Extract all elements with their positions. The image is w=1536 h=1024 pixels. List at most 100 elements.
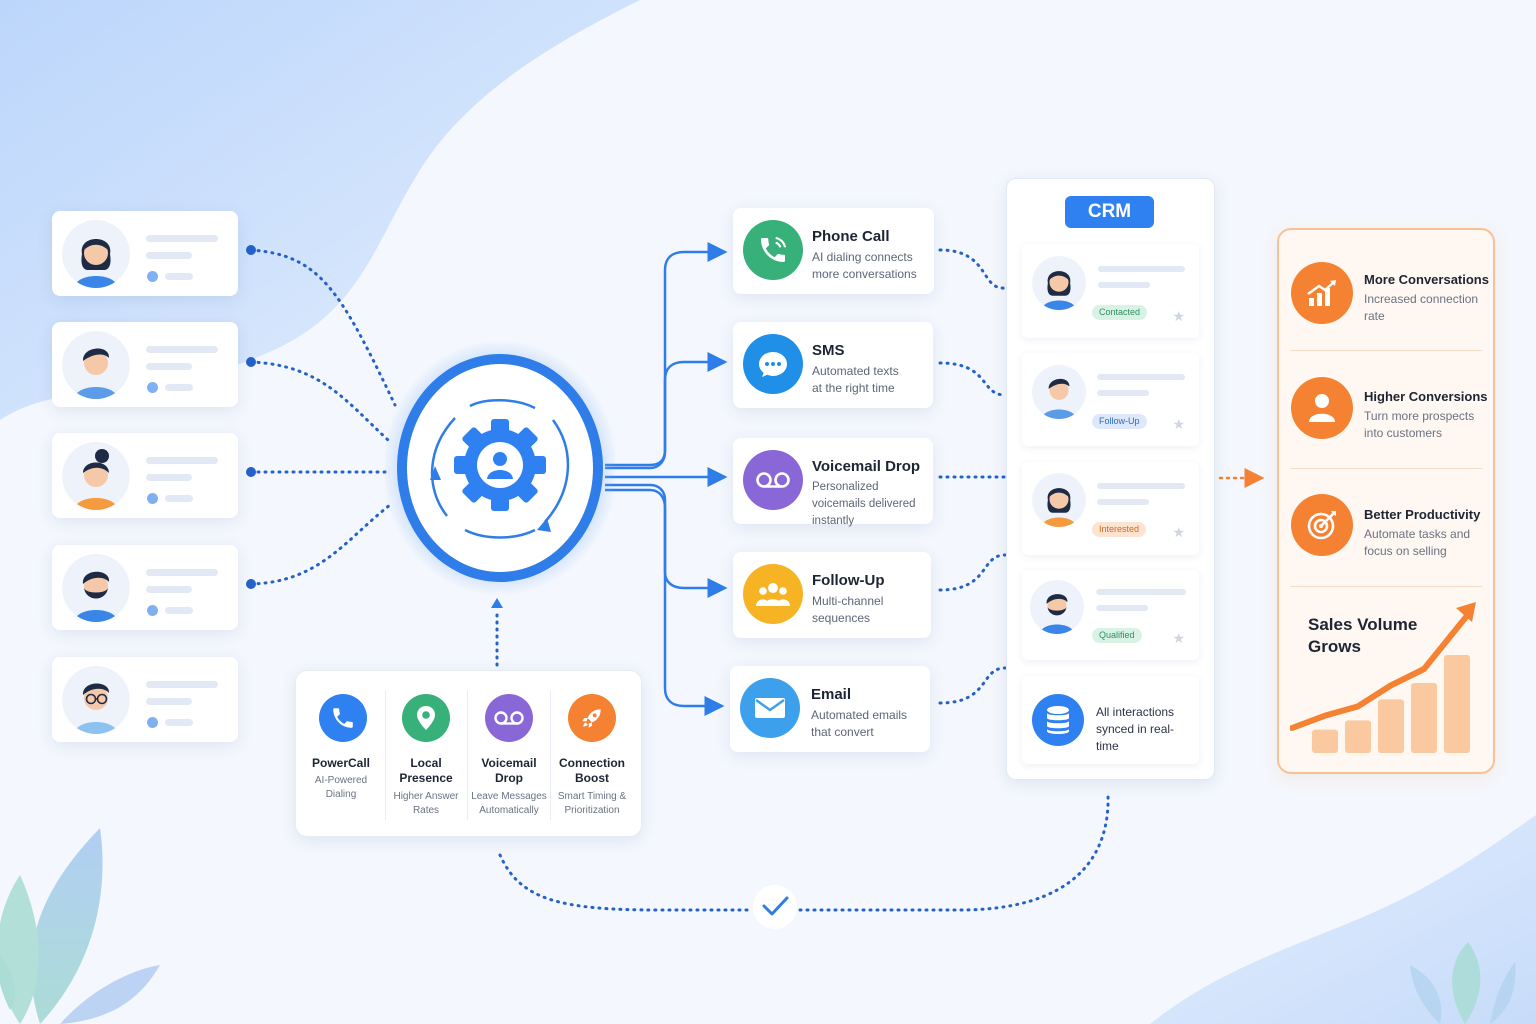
status-badge: Interested (1092, 522, 1147, 537)
status-dot (147, 717, 158, 728)
crm-title-badge: CRM (1065, 196, 1154, 228)
feature-title: PowerCall (311, 756, 371, 770)
lead-wire-dot-4 (246, 579, 256, 589)
feature-desc: Smart Timing & Prioritization (557, 791, 627, 816)
channel-desc: Automated texts at the right time (812, 364, 899, 395)
star-icon[interactable]: ★ (1172, 524, 1185, 540)
sales-bar (1378, 699, 1404, 753)
channel-card-voicemail-drop[interactable]: Voicemail Drop Personalized voicemails d… (733, 438, 933, 527)
channel-card-phone-call[interactable]: Phone Call AI dialing connects more conv… (733, 208, 934, 294)
crm-contact-row[interactable]: Qualified ★ (1022, 570, 1199, 660)
result-desc: Turn more prospects into customers (1364, 409, 1475, 440)
lead-wire-1 (249, 248, 397, 407)
channel-title: SMS (812, 342, 845, 359)
feature-title: Voicemail Drop (481, 756, 537, 785)
placeholder-line (165, 495, 193, 502)
lead-card[interactable] (52, 322, 238, 407)
placeholder-line (1098, 282, 1150, 288)
growth-trend-line (1290, 609, 1473, 731)
sales-bar (1312, 729, 1338, 753)
channel-crm-wire-1 (938, 248, 1007, 290)
phone-icon (743, 220, 803, 280)
bar-chart-up-icon (1291, 262, 1353, 324)
lead-wire-dot-1 (246, 245, 256, 255)
divider (467, 690, 468, 820)
bottom-right-blob (1150, 815, 1536, 1024)
target-icon (1291, 494, 1353, 556)
result-title: Better Productivity (1364, 507, 1481, 522)
status-dot (147, 605, 158, 616)
placeholder-line (146, 474, 192, 481)
result-title: Higher Conversions (1364, 389, 1488, 404)
result-desc: Automate tasks and focus on selling (1364, 527, 1471, 558)
divider (550, 690, 551, 820)
lead-wire-dot-3 (246, 467, 256, 477)
feature-title: Connection Boost (559, 756, 625, 785)
channel-desc: AI dialing connects more conversations (812, 250, 917, 281)
automation-hub[interactable] (385, 340, 615, 600)
voicemail-icon[interactable] (485, 694, 533, 742)
rocket-icon[interactable] (568, 694, 616, 742)
top-left-blob (0, 0, 640, 420)
growth-arrow-icon (1456, 602, 1476, 622)
channel-crm-wire-2 (938, 361, 1007, 397)
result-desc: Increased connection rate (1364, 292, 1479, 323)
crm-contact-row[interactable]: Follow-Up ★ (1022, 353, 1199, 446)
feature-to-hub-arrow (491, 598, 503, 608)
channel-card-sms[interactable]: SMS Automated texts at the right time (733, 322, 933, 408)
envelope-icon (740, 678, 800, 738)
channel-card-follow-up[interactable]: Follow-Up Multi-channel sequences (733, 552, 931, 638)
lead-card[interactable] (52, 211, 238, 296)
hub-to-email-wire (605, 488, 725, 716)
hub-to-phone-wire (605, 242, 728, 467)
man-dark-hair-icon (1032, 365, 1086, 419)
star-icon[interactable]: ★ (1172, 630, 1185, 646)
channel-crm-wire-5 (938, 666, 1007, 705)
lead-wire-dot-2 (246, 357, 256, 367)
feature-title: Local Presence (399, 756, 453, 785)
placeholder-line (1098, 266, 1185, 272)
status-badge: Contacted (1092, 305, 1148, 320)
lead-card[interactable] (52, 433, 238, 518)
woman-dark-hair-icon (1032, 256, 1086, 310)
man-dark-hair-icon (62, 331, 130, 399)
leaf-left (0, 828, 160, 1024)
placeholder-line (1096, 589, 1186, 595)
sync-loop-wire (498, 793, 1110, 912)
channel-title: Phone Call (812, 228, 890, 245)
sync-check-badge (753, 885, 797, 929)
placeholder-line (146, 586, 192, 593)
crm-contact-row[interactable]: Contacted ★ (1022, 244, 1199, 338)
man-glasses-icon (62, 666, 130, 734)
lead-card[interactable] (52, 657, 238, 742)
channel-title: Voicemail Drop (812, 458, 921, 475)
placeholder-line (146, 235, 218, 242)
channel-title: Email (811, 686, 852, 703)
sales-bar (1444, 655, 1470, 753)
channel-title: Follow-Up (812, 572, 885, 589)
placeholder-line (165, 273, 193, 280)
placeholder-line (165, 719, 193, 726)
star-icon[interactable]: ★ (1172, 308, 1185, 324)
placeholder-line (165, 607, 193, 614)
crm-contact-row[interactable]: Interested ★ (1022, 462, 1199, 555)
channel-desc: Multi-channel sequences (812, 594, 884, 625)
placeholder-line (1097, 499, 1149, 505)
feature-desc: Higher Answer Rates (393, 791, 459, 816)
placeholder-line (146, 346, 218, 353)
phone-icon[interactable] (319, 694, 367, 742)
user-icon (1291, 377, 1353, 439)
placeholder-line (146, 569, 218, 576)
man-beard-icon (62, 554, 130, 622)
hub-to-sms-wire (605, 352, 728, 470)
channel-card-email[interactable]: Email Automated emails that convert (730, 666, 930, 752)
placeholder-line (146, 252, 192, 259)
star-icon[interactable]: ★ (1172, 416, 1185, 432)
placeholder-line (146, 681, 218, 688)
location-pin-icon[interactable] (402, 694, 450, 742)
group-icon (743, 564, 803, 624)
lead-card[interactable] (52, 545, 238, 630)
channel-crm-wire-4 (938, 553, 1007, 592)
